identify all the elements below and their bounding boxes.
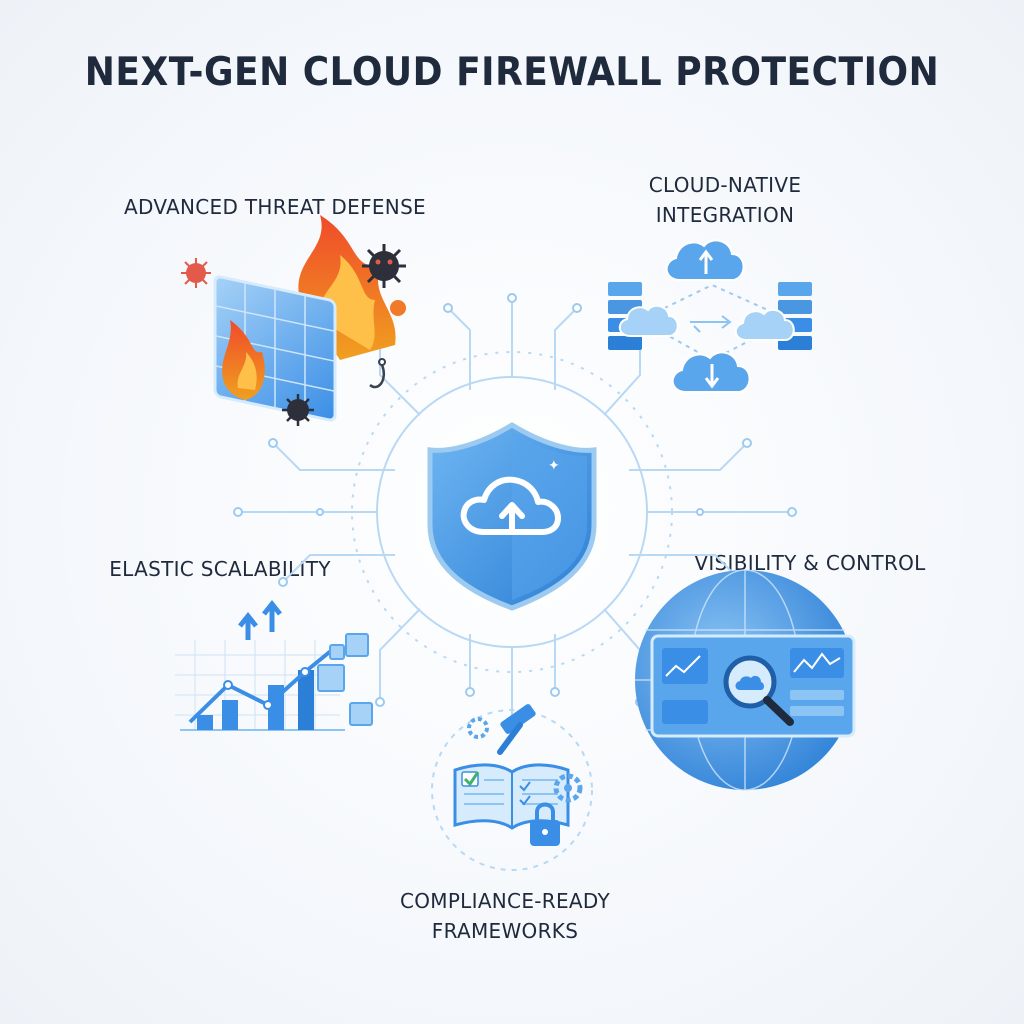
cloud-native-label-line1: CLOUD-NATIVE <box>648 173 802 197</box>
compliance-label-line2: FRAMEWORKS <box>431 919 579 943</box>
cloud-native-label-line2: INTEGRATION <box>655 203 795 227</box>
growth-chart-cubes-icon <box>175 599 373 731</box>
dashboard-magnifier-globe-icon <box>635 569 856 791</box>
threat-defense-label: ADVANCED THREAT DEFENSE <box>124 195 426 219</box>
shield-cloud-upload-icon: ✦ <box>427 422 597 611</box>
elastic-scalability-label: ELASTIC SCALABILITY <box>109 557 331 581</box>
svg-text:✦: ✦ <box>548 458 560 474</box>
compliance-label: COMPLIANCE-READY FRAMEWORKS <box>380 886 630 946</box>
compliance-label-line1: COMPLIANCE-READY <box>399 889 611 913</box>
firewall-fire-icon <box>213 215 396 422</box>
page-title: NEXT-GEN CLOUD FIREWALL PROTECTION <box>84 49 940 96</box>
rulebook-gavel-lock-icon <box>431 704 593 871</box>
virus-icon <box>181 244 406 426</box>
cloud-native-label: CLOUD-NATIVE INTEGRATION <box>600 170 850 230</box>
cloud-sync-servers-icon <box>608 239 812 393</box>
